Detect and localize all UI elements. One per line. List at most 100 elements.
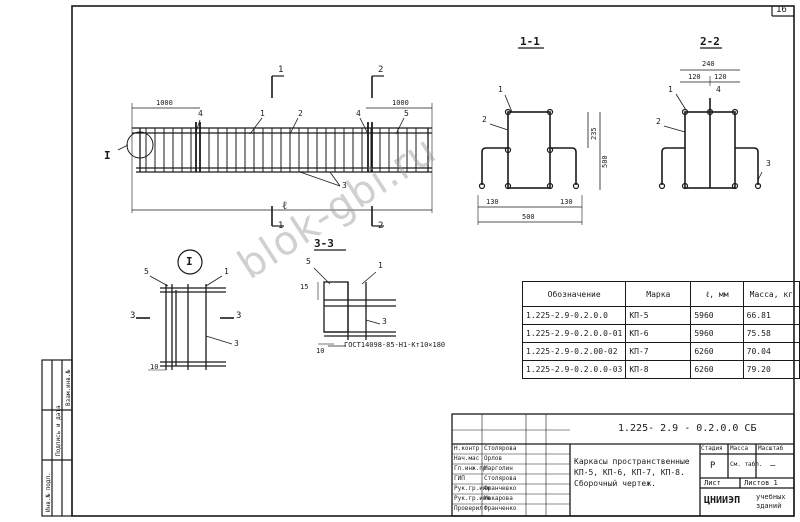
- sec33-pos-3: 3: [382, 317, 387, 326]
- section-label-2-2: 2-2: [700, 35, 720, 48]
- doc-title-line1: Каркасы пространственные: [574, 457, 690, 466]
- elevation-stirrups: [145, 122, 417, 172]
- table-row: 1.225-2.9-0.2.0.0-01 КП-6 5960 75.58: [521, 324, 800, 343]
- node-pos-1: 1: [224, 267, 229, 276]
- spec-cell-length: 6260: [690, 342, 744, 361]
- doc-title-line3: Сборочный чертеж.: [574, 479, 656, 488]
- col-scale-label: Масштаб: [758, 445, 784, 452]
- sec33-weld-note: ГОСТ14098-85-Н1-Кт10×180: [344, 341, 446, 349]
- signature-name: Франчевко: [484, 485, 517, 492]
- spec-cell-designation: 1.225-2.9-0.2.0.0-03: [521, 360, 627, 379]
- side-stamp-inv: Инв.№ подл.: [45, 472, 52, 512]
- elev-pos-4-right: 4: [356, 109, 361, 118]
- cut-mark-2-top: 2: [378, 65, 384, 75]
- signature-name: Столярова: [484, 475, 517, 482]
- org-name: ЦНИИЭП: [704, 495, 741, 506]
- sec11-dim-500: 500: [601, 155, 609, 168]
- spec-cell-mass: 75.58: [742, 324, 800, 343]
- signature-role: Проверил: [454, 505, 483, 512]
- elev-pos-2: 2: [298, 109, 303, 118]
- sec11-dim-500-width: 500: [522, 213, 535, 221]
- org-sub1: учебных: [756, 493, 786, 501]
- section-label-3-3: 3-3: [314, 237, 334, 250]
- sheet-label: Лист: [704, 479, 721, 487]
- signature-role: ГИП: [454, 475, 465, 482]
- signature-name: Марголин: [484, 465, 513, 472]
- signature-role: Гл.инж.пр: [454, 465, 487, 472]
- col-mass-label: Масса: [730, 445, 749, 452]
- spec-cell-mass: 66.81: [742, 306, 800, 325]
- sec22-pos-2: 2: [656, 117, 661, 126]
- node-label-I: I: [186, 255, 193, 268]
- side-stamp-replace: Взам.инв.№: [65, 369, 72, 406]
- spec-cell-mass: 70.04: [742, 342, 800, 361]
- doc-title-line2: КП-5, КП-6, КП-7, КП-8.: [574, 468, 685, 477]
- sec11-dim-130-right: 130: [560, 198, 573, 206]
- col-stage-label: Стадия: [701, 445, 723, 452]
- spec-header-mass: Масса, кг: [742, 281, 800, 307]
- section-1-1: [481, 111, 577, 189]
- section-label-1-1: 1-1: [520, 35, 540, 48]
- sec33-pos-5: 5: [306, 257, 311, 266]
- signature-name: Столярова: [484, 445, 517, 452]
- stage-value: Р: [710, 461, 716, 471]
- dim-length: ℓ: [282, 199, 288, 212]
- cut-mark-3-right: 3: [236, 311, 242, 321]
- cut-mark-3-left: 3: [130, 311, 136, 321]
- sec11-pos-2: 2: [482, 115, 487, 124]
- elev-pos-4-left: 4: [198, 109, 203, 118]
- table-row: 1.225-2.9-0.2.0.0 КП-5 5960 66.81: [521, 306, 800, 325]
- sec22-dim-240: 240: [702, 60, 715, 68]
- signature-name: Орлов: [484, 455, 503, 462]
- signature-role: Рук.гр.инж: [454, 485, 491, 492]
- spec-cell-mark: КП-7: [625, 342, 692, 361]
- cut-mark-2-bottom: 2: [378, 221, 384, 231]
- section-3-3: [323, 281, 396, 340]
- spec-cell-length: 5960: [690, 324, 744, 343]
- spec-header-length: ℓ, мм: [690, 281, 744, 307]
- spec-header-designation: Обозначение: [521, 281, 627, 307]
- table-row: 1.225-2.9-0.2.0.0-03 КП-8 6260 79.20: [521, 360, 800, 379]
- spec-cell-designation: 1.225-2.9-0.2.00-02: [521, 342, 627, 361]
- spec-table: Обозначение Марка ℓ, мм Масса, кг 1.225-…: [521, 281, 800, 379]
- title-block-grid: [451, 413, 795, 517]
- cut-mark-1-bottom: 1: [278, 221, 284, 231]
- sheets-label: Листов 1: [744, 479, 778, 487]
- spec-table-header: Обозначение Марка ℓ, мм Масса, кг: [521, 281, 800, 307]
- scale-value: —: [770, 461, 776, 471]
- sec22-dim-120-left: 120: [688, 73, 701, 81]
- spec-cell-mark: КП-8: [625, 360, 692, 379]
- node-I-detail: [160, 284, 226, 370]
- sec11-dim-235: 235: [590, 127, 598, 140]
- sec33-dim-10: 10: [316, 347, 325, 355]
- spec-cell-designation: 1.225-2.9-0.2.0.0-01: [521, 324, 627, 343]
- sec22-pos-3: 3: [766, 159, 771, 168]
- elev-pos-1: 1: [260, 109, 265, 118]
- sheet-number: 16: [776, 5, 787, 15]
- section-2-2: [661, 98, 759, 189]
- sec22-pos-4: 4: [716, 85, 721, 94]
- dim-left-1000: 1000: [156, 99, 173, 107]
- elev-pos-5: 5: [404, 109, 409, 118]
- side-stamp-sign: Подпись и дата: [55, 405, 62, 456]
- elev-pos-3: 3: [342, 181, 347, 190]
- node-pos-3: 3: [234, 339, 239, 348]
- side-stamp-frame: [41, 359, 73, 517]
- spec-cell-length: 5960: [690, 306, 744, 325]
- sec11-pos-1: 1: [498, 85, 503, 94]
- table-row: 1.225-2.9-0.2.00-02 КП-7 6260 70.04: [521, 342, 800, 361]
- signature-role: Рук.гр.инж: [454, 495, 491, 502]
- org-sub2: зданий: [756, 502, 782, 510]
- sheet-frame: [71, 5, 795, 517]
- node-dim-10: 10: [150, 363, 159, 371]
- cut-mark-1-top: 1: [278, 65, 284, 75]
- spec-cell-mass: 79.20: [742, 360, 800, 379]
- mass-value: См. табл.: [730, 461, 763, 468]
- signature-role: Н.контр: [454, 445, 480, 452]
- spec-cell-length: 6260: [690, 360, 744, 379]
- node-marker-I: I: [104, 149, 111, 162]
- sec33-pos-1: 1: [378, 261, 383, 270]
- sec22-pos-1: 1: [668, 85, 673, 94]
- sec22-dim-120-right: 120: [714, 73, 727, 81]
